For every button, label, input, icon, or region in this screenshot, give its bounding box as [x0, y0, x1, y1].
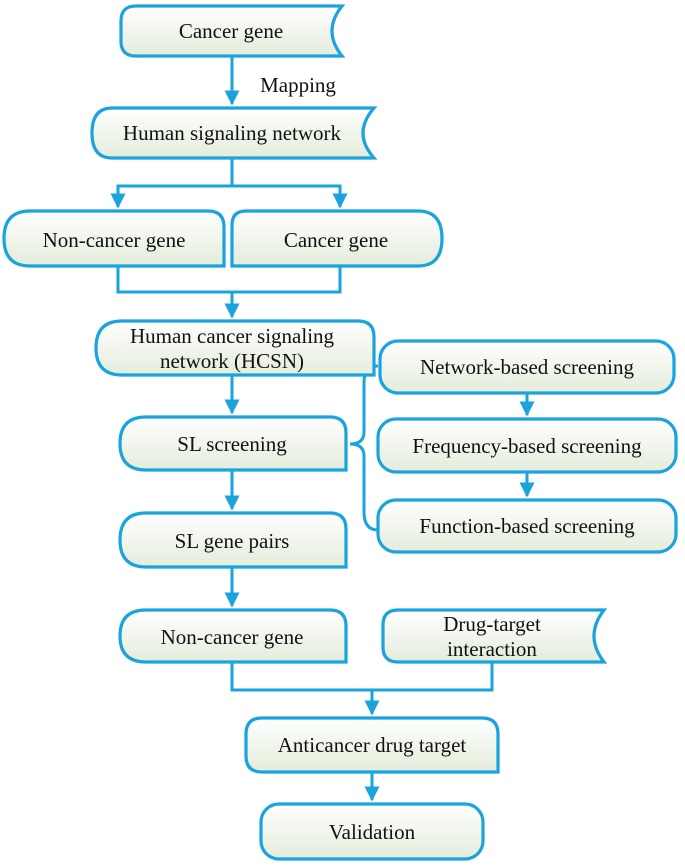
- anticancer-drug-target-label: Anticancer drug target: [278, 733, 467, 757]
- hcsn-line1: Human cancer signaling: [130, 324, 335, 348]
- validation-label: Validation: [329, 820, 416, 844]
- drug-target-line2: interaction: [447, 637, 537, 661]
- node-cancer-gene-top: Cancer gene: [119, 4, 346, 58]
- drug-target-line1: Drug-target: [443, 612, 541, 636]
- human-signaling-network-label: Human signaling network: [123, 121, 342, 145]
- arrow-to-cancer: [232, 184, 348, 209]
- node-cancer-gene-right: Cancer gene: [230, 209, 444, 268]
- network-based-label: Network-based screening: [420, 355, 634, 379]
- node-non-cancer-gene-left: Non-cancer gene: [2, 209, 226, 268]
- node-human-signaling-network: Human signaling network: [90, 106, 378, 160]
- node-non-cancer-gene-bottom: Non-cancer gene: [118, 608, 348, 664]
- sl-screening-label: SL screening: [177, 432, 287, 456]
- sl-gene-pairs-label: SL gene pairs: [175, 529, 290, 553]
- node-frequency-based-screening: Frequency-based screening: [376, 417, 678, 474]
- frequency-based-label: Frequency-based screening: [412, 434, 642, 458]
- cancer-gene-top-label: Cancer gene: [179, 19, 283, 43]
- merge-bottom: [230, 662, 494, 692]
- merge-bracket: [116, 266, 342, 294]
- non-cancer-gene-bottom-label: Non-cancer gene: [161, 625, 304, 649]
- function-based-label: Function-based screening: [419, 514, 635, 538]
- arrow-to-non-cancer: [110, 158, 234, 209]
- node-function-based-screening: Function-based screening: [376, 498, 678, 554]
- node-drug-target-interaction: Drug-target interaction: [381, 608, 608, 664]
- cancer-gene-right-label: Cancer gene: [284, 228, 388, 252]
- node-sl-gene-pairs: SL gene pairs: [118, 511, 348, 569]
- node-validation: Validation: [259, 802, 485, 861]
- hcsn-line2: network (HCSN): [160, 349, 304, 373]
- non-cancer-gene-left-label: Non-cancer gene: [43, 228, 186, 252]
- node-hcsn: Human cancer signaling network (HCSN): [94, 319, 376, 377]
- screening-brace: [349, 364, 379, 532]
- node-network-based-screening: Network-based screening: [378, 339, 676, 395]
- mapping-label: Mapping: [260, 73, 336, 97]
- node-sl-screening: SL screening: [118, 415, 348, 472]
- node-anticancer-drug-target: Anticancer drug target: [244, 716, 500, 774]
